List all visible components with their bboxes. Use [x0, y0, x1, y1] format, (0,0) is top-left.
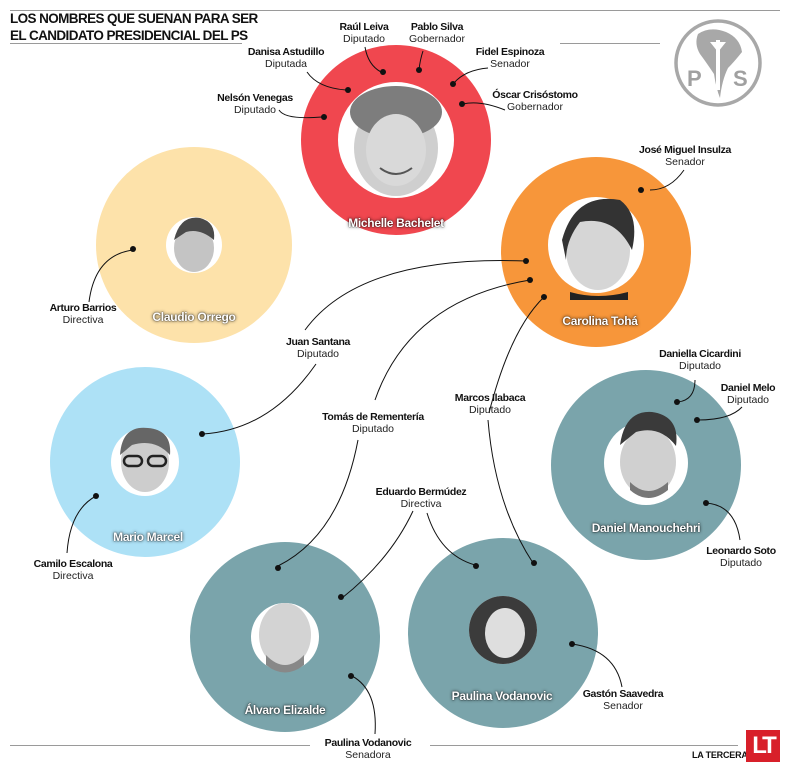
supporter-label: Juan Santana Diputado: [285, 336, 351, 360]
supporter-label: Tomás de Rementería Diputado: [322, 411, 424, 435]
portrait-marcel: [120, 427, 171, 492]
supporter-label: Óscar Crisóstomo Gobernador: [492, 89, 578, 113]
connector-lines: [66, 46, 743, 735]
candidate-name-toha: Carolina Tohá: [562, 314, 638, 328]
supporter-label: Daniel Melo Diputado: [720, 382, 776, 406]
header-right-rule: [560, 43, 660, 44]
title-underline-rule: [10, 43, 242, 44]
connector-dots: [93, 67, 709, 679]
portrait-orrego: [174, 217, 215, 272]
candidate-name-bachelet: Michelle Bachelet: [348, 216, 444, 230]
candidate-name-manouchehri: Daniel Manouchehri: [591, 521, 701, 535]
supporter-label: Arturo Barrios Directiva: [49, 302, 117, 326]
candidate-name-vodanovic: Paulina Vodanovic: [451, 689, 553, 703]
ps-party-logo-icon: [674, 19, 762, 107]
supporter-label: Eduardo Bermúdez Directiva: [375, 486, 467, 510]
supporter-label: Marcos Ilabaca Diputado: [454, 392, 526, 416]
supporter-label: Danisa Astudillo Diputada: [247, 46, 325, 70]
candidate-name-marcel: Mario Marcel: [113, 530, 183, 544]
brand-name: LA TERCERA: [692, 750, 748, 760]
top-rule: [10, 10, 780, 11]
candidate-name-elizalde: Álvaro Elizalde: [244, 703, 326, 717]
supporter-label: Paulina Vodanovic Senadora: [324, 737, 412, 761]
portrait-toha: [562, 198, 635, 300]
page-title: LOS NOMBRES QUE SUENAN PARA SER EL CANDI…: [10, 10, 258, 44]
supporter-label: Daniella Cicardini Diputado: [659, 348, 741, 372]
supporter-label: Nelsón Venegas Diputado: [217, 92, 293, 116]
supporter-label: Pablo Silva Gobernador: [408, 21, 466, 45]
la-tercera-logo: LT: [746, 730, 780, 762]
supporter-label: Fidel Espinoza Senador: [475, 46, 545, 70]
portrait-elizalde: [259, 603, 311, 673]
supporter-label: Gastón Saavedra Senador: [582, 688, 664, 712]
candidate-name-orrego: Claudio Orrego: [152, 310, 236, 324]
portrait-manouchehri: [620, 411, 677, 498]
logo-letter-p: P: [687, 66, 702, 91]
supporter-label: Raúl Leiva Diputado: [339, 21, 389, 45]
title-line-2: EL CANDIDATO PRESIDENCIAL DEL PS: [10, 28, 248, 43]
logo-letter-s: S: [733, 66, 748, 91]
supporter-label: José Miguel Insulza Senador: [639, 144, 731, 168]
portrait-vodanovic: [469, 596, 537, 664]
supporter-label: Leonardo Soto Diputado: [706, 545, 776, 569]
title-line-1: LOS NOMBRES QUE SUENAN PARA SER: [10, 11, 258, 26]
bottom-rule: [10, 745, 310, 746]
portrait-bachelet: [350, 86, 442, 196]
bottom-rule-right: [430, 745, 738, 746]
supporter-label: Camilo Escalona Directiva: [33, 558, 113, 582]
